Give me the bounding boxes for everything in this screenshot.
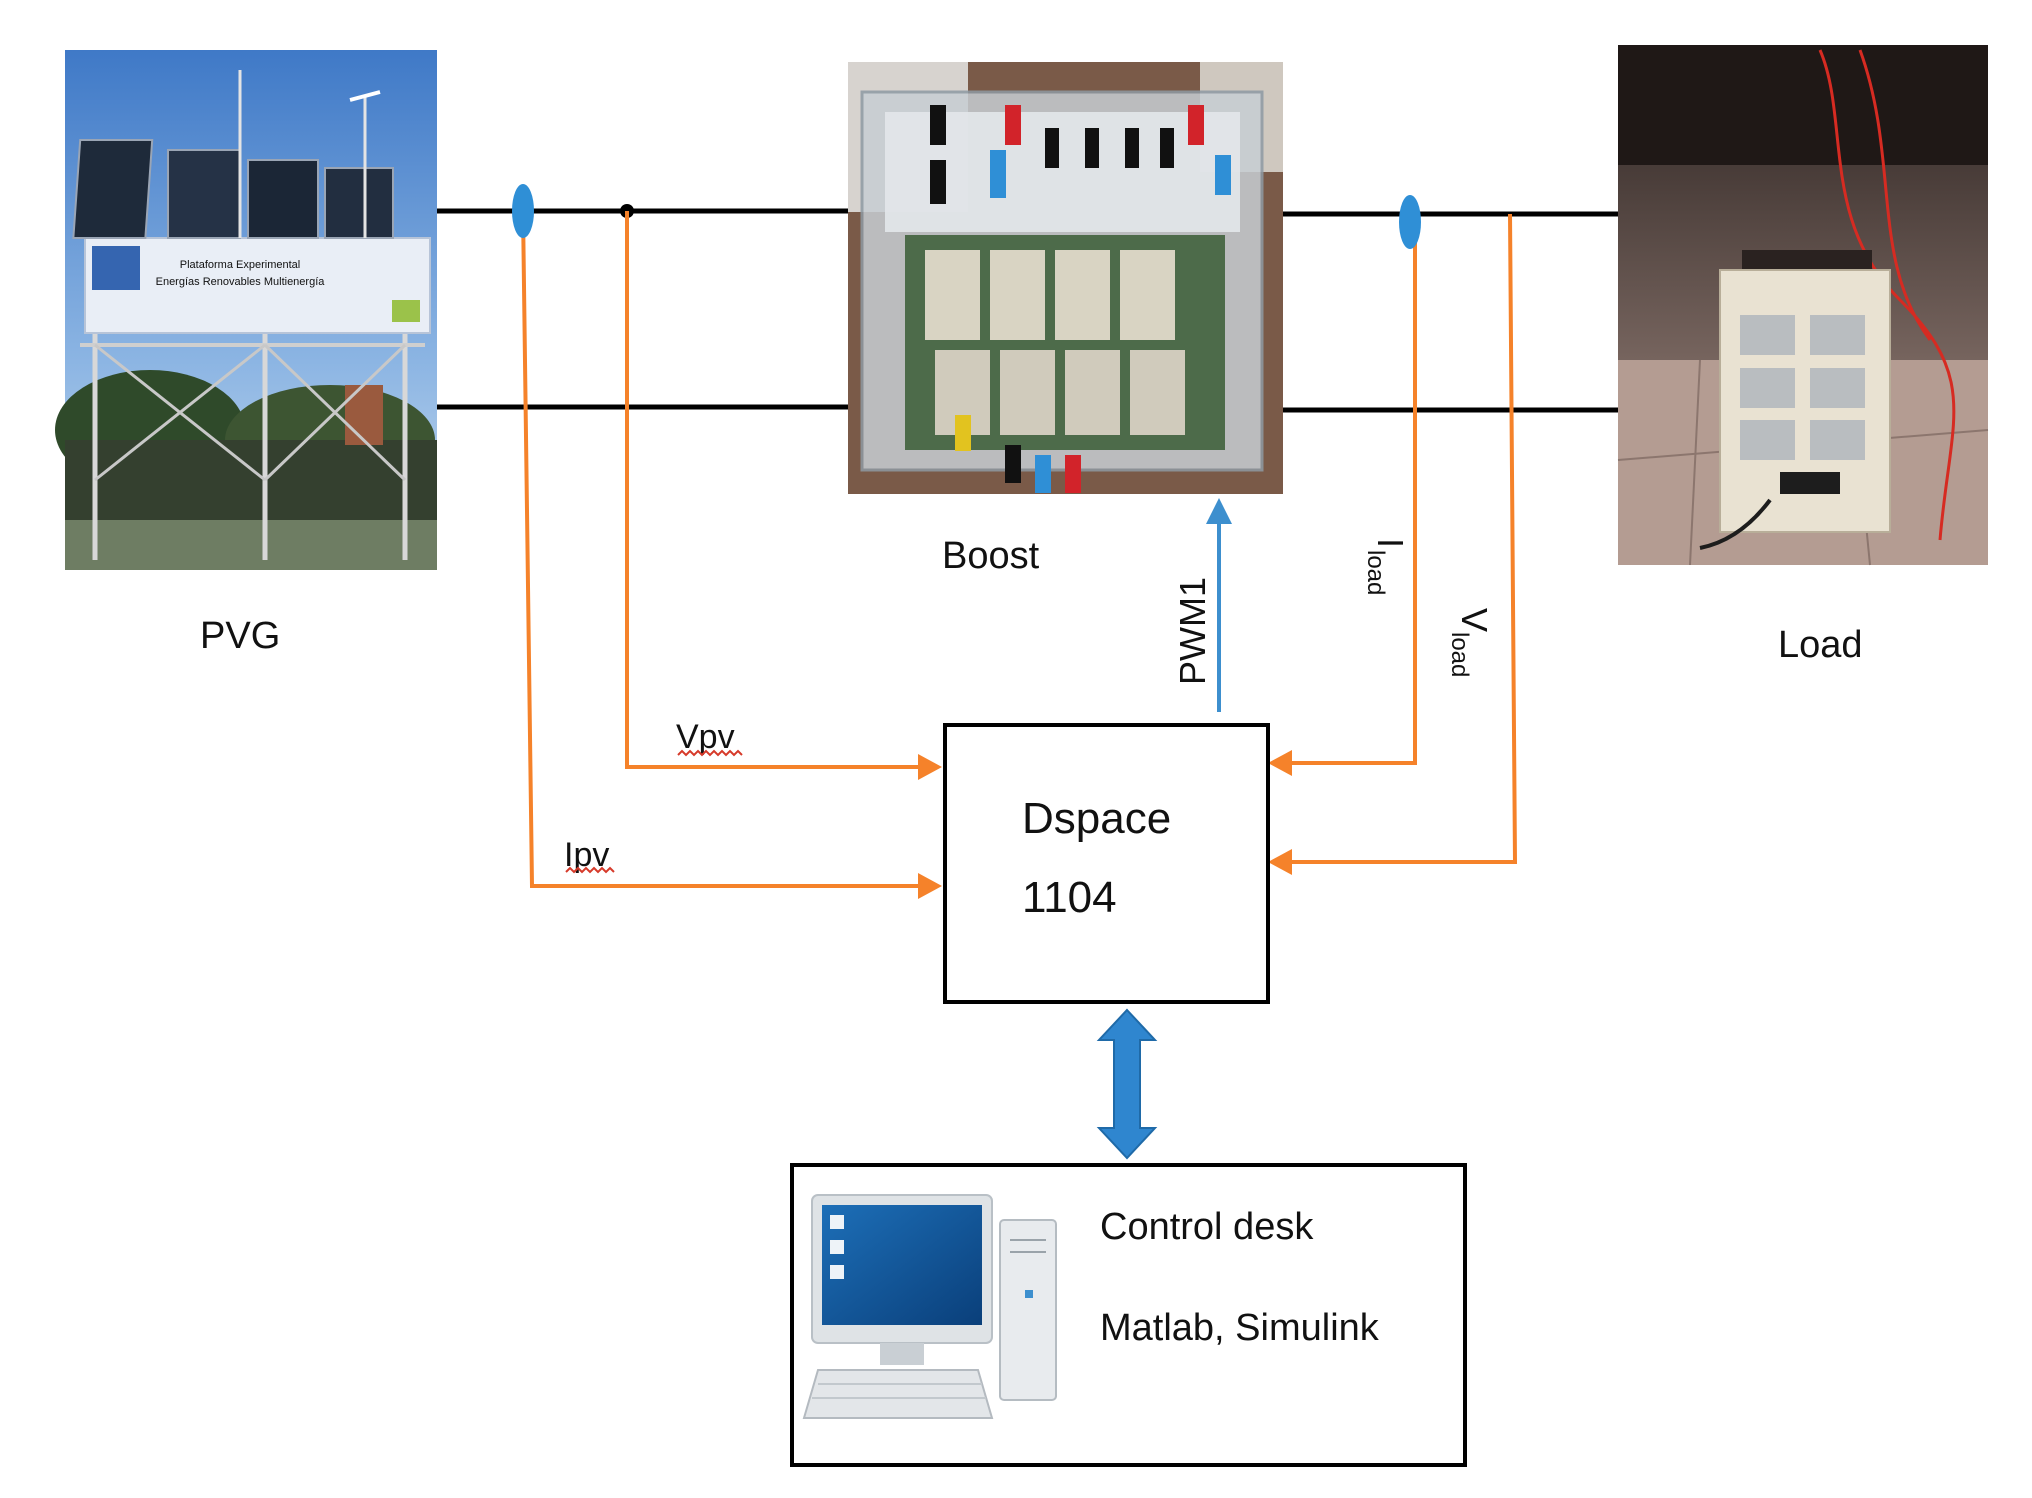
boost-label: Boost: [942, 535, 1040, 577]
vpv-arrowhead: [918, 754, 942, 780]
ipv-sense-wire: [521, 210, 920, 888]
vpv-sense-wire: [625, 211, 920, 769]
vload-label: V load: [1446, 608, 1495, 677]
pvg-label: PVG: [200, 615, 280, 657]
vpv-spellcheck-underline: [677, 749, 743, 757]
ipv-arrowhead: [918, 873, 942, 899]
load-photo: [1617, 45, 1989, 566]
pc-title: Control desk: [1100, 1206, 1314, 1248]
vpv-label: Vpv: [676, 718, 735, 756]
iload-label-sub: load: [1362, 550, 1389, 595]
boost-photo: [848, 62, 1283, 494]
current-sensor-icon: [1399, 195, 1421, 249]
electronic-load-cabinet: [1699, 250, 1891, 550]
sense-wires: [521, 210, 1518, 888]
terminal-row: [930, 105, 1231, 204]
dspace-pc-link-arrow: [1096, 1008, 1158, 1160]
power-modules: [925, 250, 1185, 435]
solar-panels: [72, 70, 394, 239]
pc-software: Matlab, Simulink: [1100, 1307, 1380, 1349]
dspace-model: 1104: [1022, 873, 1117, 922]
current-sensor-icon: [512, 184, 534, 238]
iload-arrowhead: [1268, 750, 1292, 776]
pwm-arrowhead: [1206, 498, 1232, 524]
banner-subtitle: Energías Renovables Multienergía: [156, 276, 326, 288]
pwm-label: PWM1: [1172, 577, 1213, 685]
iload-label-main: I: [1370, 538, 1411, 548]
power-wires: [437, 208, 1618, 413]
ipv-spellcheck-underline: [565, 866, 615, 874]
desktop-computer-icon: [802, 1194, 1057, 1419]
load-label: Load: [1778, 624, 1863, 666]
sense-arrowheads: [918, 750, 1292, 899]
banner-title: Plataforma Experimental: [180, 259, 300, 271]
dspace-title: Dspace: [1022, 794, 1171, 843]
dspace-box: [943, 723, 1270, 1004]
vload-sense-wire: [1290, 213, 1518, 864]
vload-label-main: V: [1454, 608, 1495, 632]
iload-sense-wire: [1290, 214, 1417, 765]
pvg-photo: Plataforma Experimental Energías Renovab…: [55, 50, 437, 570]
vload-arrowhead: [1268, 849, 1292, 875]
vload-label-sub: load: [1446, 632, 1473, 677]
iload-label: I load: [1362, 538, 1411, 595]
